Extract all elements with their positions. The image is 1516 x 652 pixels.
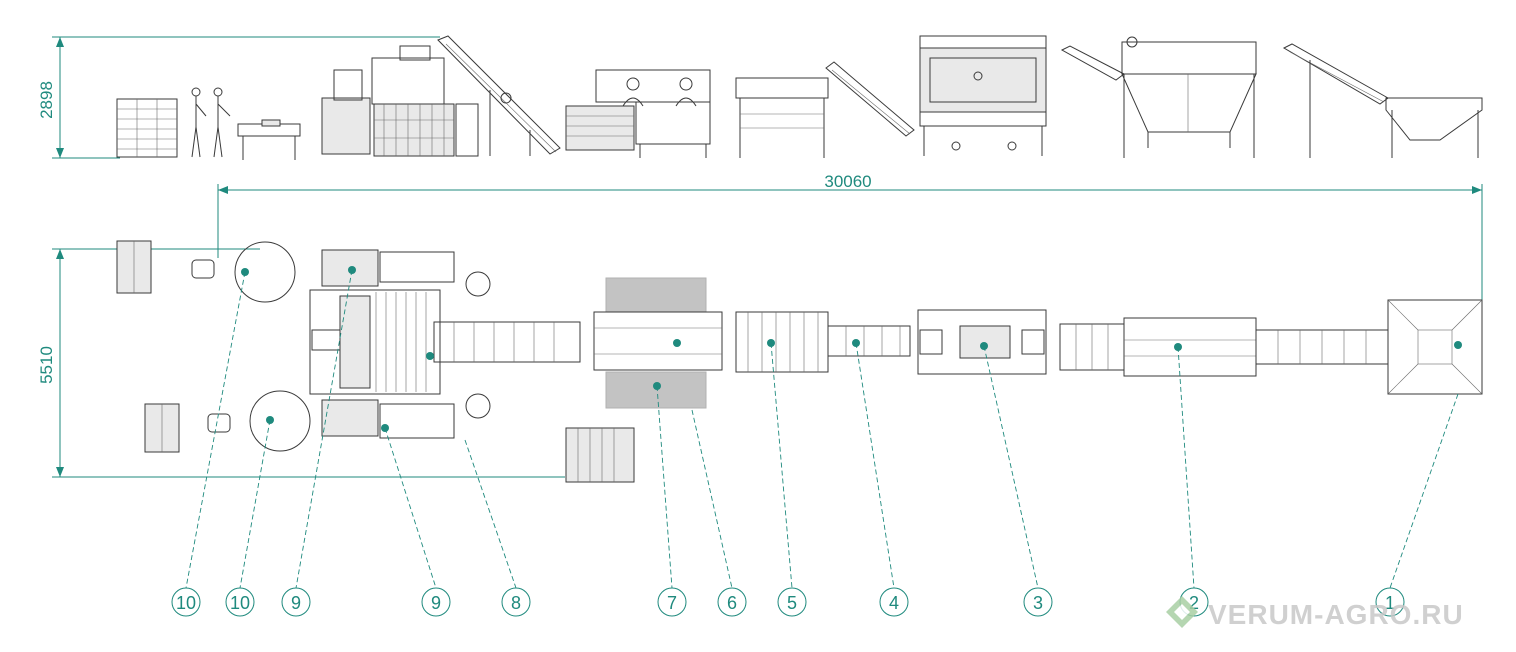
incline-conveyor-side-1 xyxy=(437,35,561,156)
watermark-logo-icon xyxy=(1166,596,1198,628)
turntable-bottom xyxy=(249,390,311,452)
turntable-top xyxy=(234,241,296,303)
packing-machine-side xyxy=(321,45,479,157)
callout-10a: 10 xyxy=(171,587,201,617)
roller-table-side xyxy=(735,77,829,158)
bunker-plan xyxy=(1123,317,1257,377)
callout-6: 6 xyxy=(717,587,747,617)
platform-top xyxy=(605,277,707,313)
length-dimension: 30060 xyxy=(217,172,1483,300)
side-view xyxy=(116,35,1483,160)
length-dimension-label: 30060 xyxy=(824,172,871,191)
pallet-stack-side xyxy=(116,98,178,158)
svg-text:10: 10 xyxy=(176,593,196,613)
inspection-table-plan xyxy=(593,311,723,371)
platform-bottom xyxy=(605,371,707,409)
roller-table-plan xyxy=(735,311,829,373)
receiving-hopper-plan xyxy=(1387,299,1483,395)
conveyor-plan-4 xyxy=(827,325,911,357)
width-dimension-label: 5510 xyxy=(37,346,56,384)
callout-10b: 10 xyxy=(225,587,255,617)
svg-text:7: 7 xyxy=(667,593,677,613)
callout-4: 4 xyxy=(879,587,909,617)
svg-text:3: 3 xyxy=(1033,593,1043,613)
height-dimension-label: 2898 xyxy=(37,81,56,119)
leaders xyxy=(185,266,1462,589)
svg-text:2: 2 xyxy=(1189,593,1199,613)
svg-text:9: 9 xyxy=(291,593,301,613)
callout-9a: 9 xyxy=(281,587,311,617)
cleaner-plan xyxy=(917,309,1047,375)
svg-text:5: 5 xyxy=(787,593,797,613)
svg-text:10: 10 xyxy=(230,593,250,613)
packer-bottom xyxy=(321,399,379,437)
svg-text:4: 4 xyxy=(889,593,899,613)
callout-1: 1 xyxy=(1375,587,1405,617)
width-dimension: 5510 xyxy=(37,248,565,478)
svg-text:6: 6 xyxy=(727,593,737,613)
svg-text:1: 1 xyxy=(1385,593,1395,613)
plan-view xyxy=(116,240,1483,483)
svg-text:9: 9 xyxy=(431,593,441,613)
height-dimension: 2898 xyxy=(37,36,440,159)
watermark-text: VERUM-AGRO.RU xyxy=(1208,599,1464,630)
conveyor-plan-8 xyxy=(433,321,581,363)
bagging-table-side xyxy=(237,119,301,160)
callout-8: 8 xyxy=(501,587,531,617)
incline-conveyor-side-2 xyxy=(825,61,915,137)
drum-cleaner-side xyxy=(919,35,1047,156)
operator-figures-side xyxy=(191,87,231,158)
callout-5: 5 xyxy=(777,587,807,617)
crate-plan xyxy=(565,427,635,483)
callout-9b: 9 xyxy=(421,587,451,617)
watermark: VERUM-AGRO.RU xyxy=(1166,596,1464,630)
bunker-side xyxy=(1060,36,1257,158)
callout-7: 7 xyxy=(657,587,687,617)
callout-3: 3 xyxy=(1023,587,1053,617)
receiving-hopper-side xyxy=(1282,43,1483,158)
inspection-table-side xyxy=(565,69,711,158)
packing-frame xyxy=(309,289,441,395)
svg-text:8: 8 xyxy=(511,593,521,613)
